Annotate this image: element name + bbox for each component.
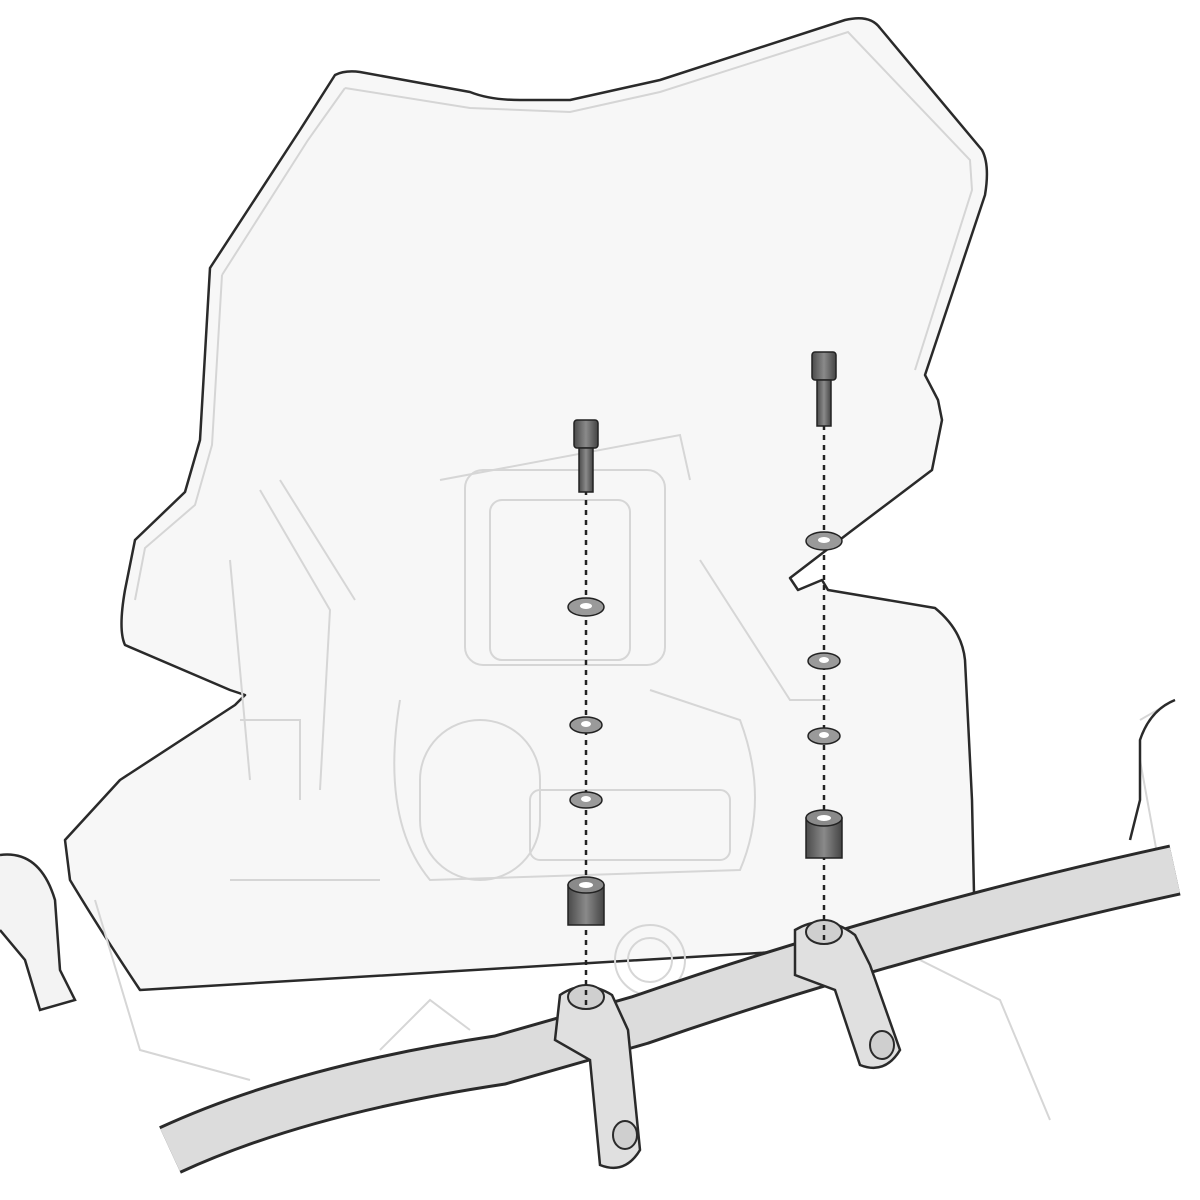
bolt-right [811,351,837,427]
windscreen [63,17,989,992]
handlebar-clamp-left [553,984,642,1170]
washer [567,597,605,617]
spacer-left [567,876,605,926]
mirror-stem [0,853,77,1012]
handlebar-clamp-right [793,919,902,1070]
washer [805,531,843,551]
handlebar [160,847,1180,1171]
dashboard-ghost [94,433,1176,1121]
washer [569,716,603,734]
spacer-right [805,809,843,859]
right-lever-ghost [1128,698,1176,841]
windscreen-inner-edge [134,30,974,601]
washer [807,727,841,745]
washer [807,652,841,670]
washer [569,791,603,809]
bolt-left [573,419,599,493]
